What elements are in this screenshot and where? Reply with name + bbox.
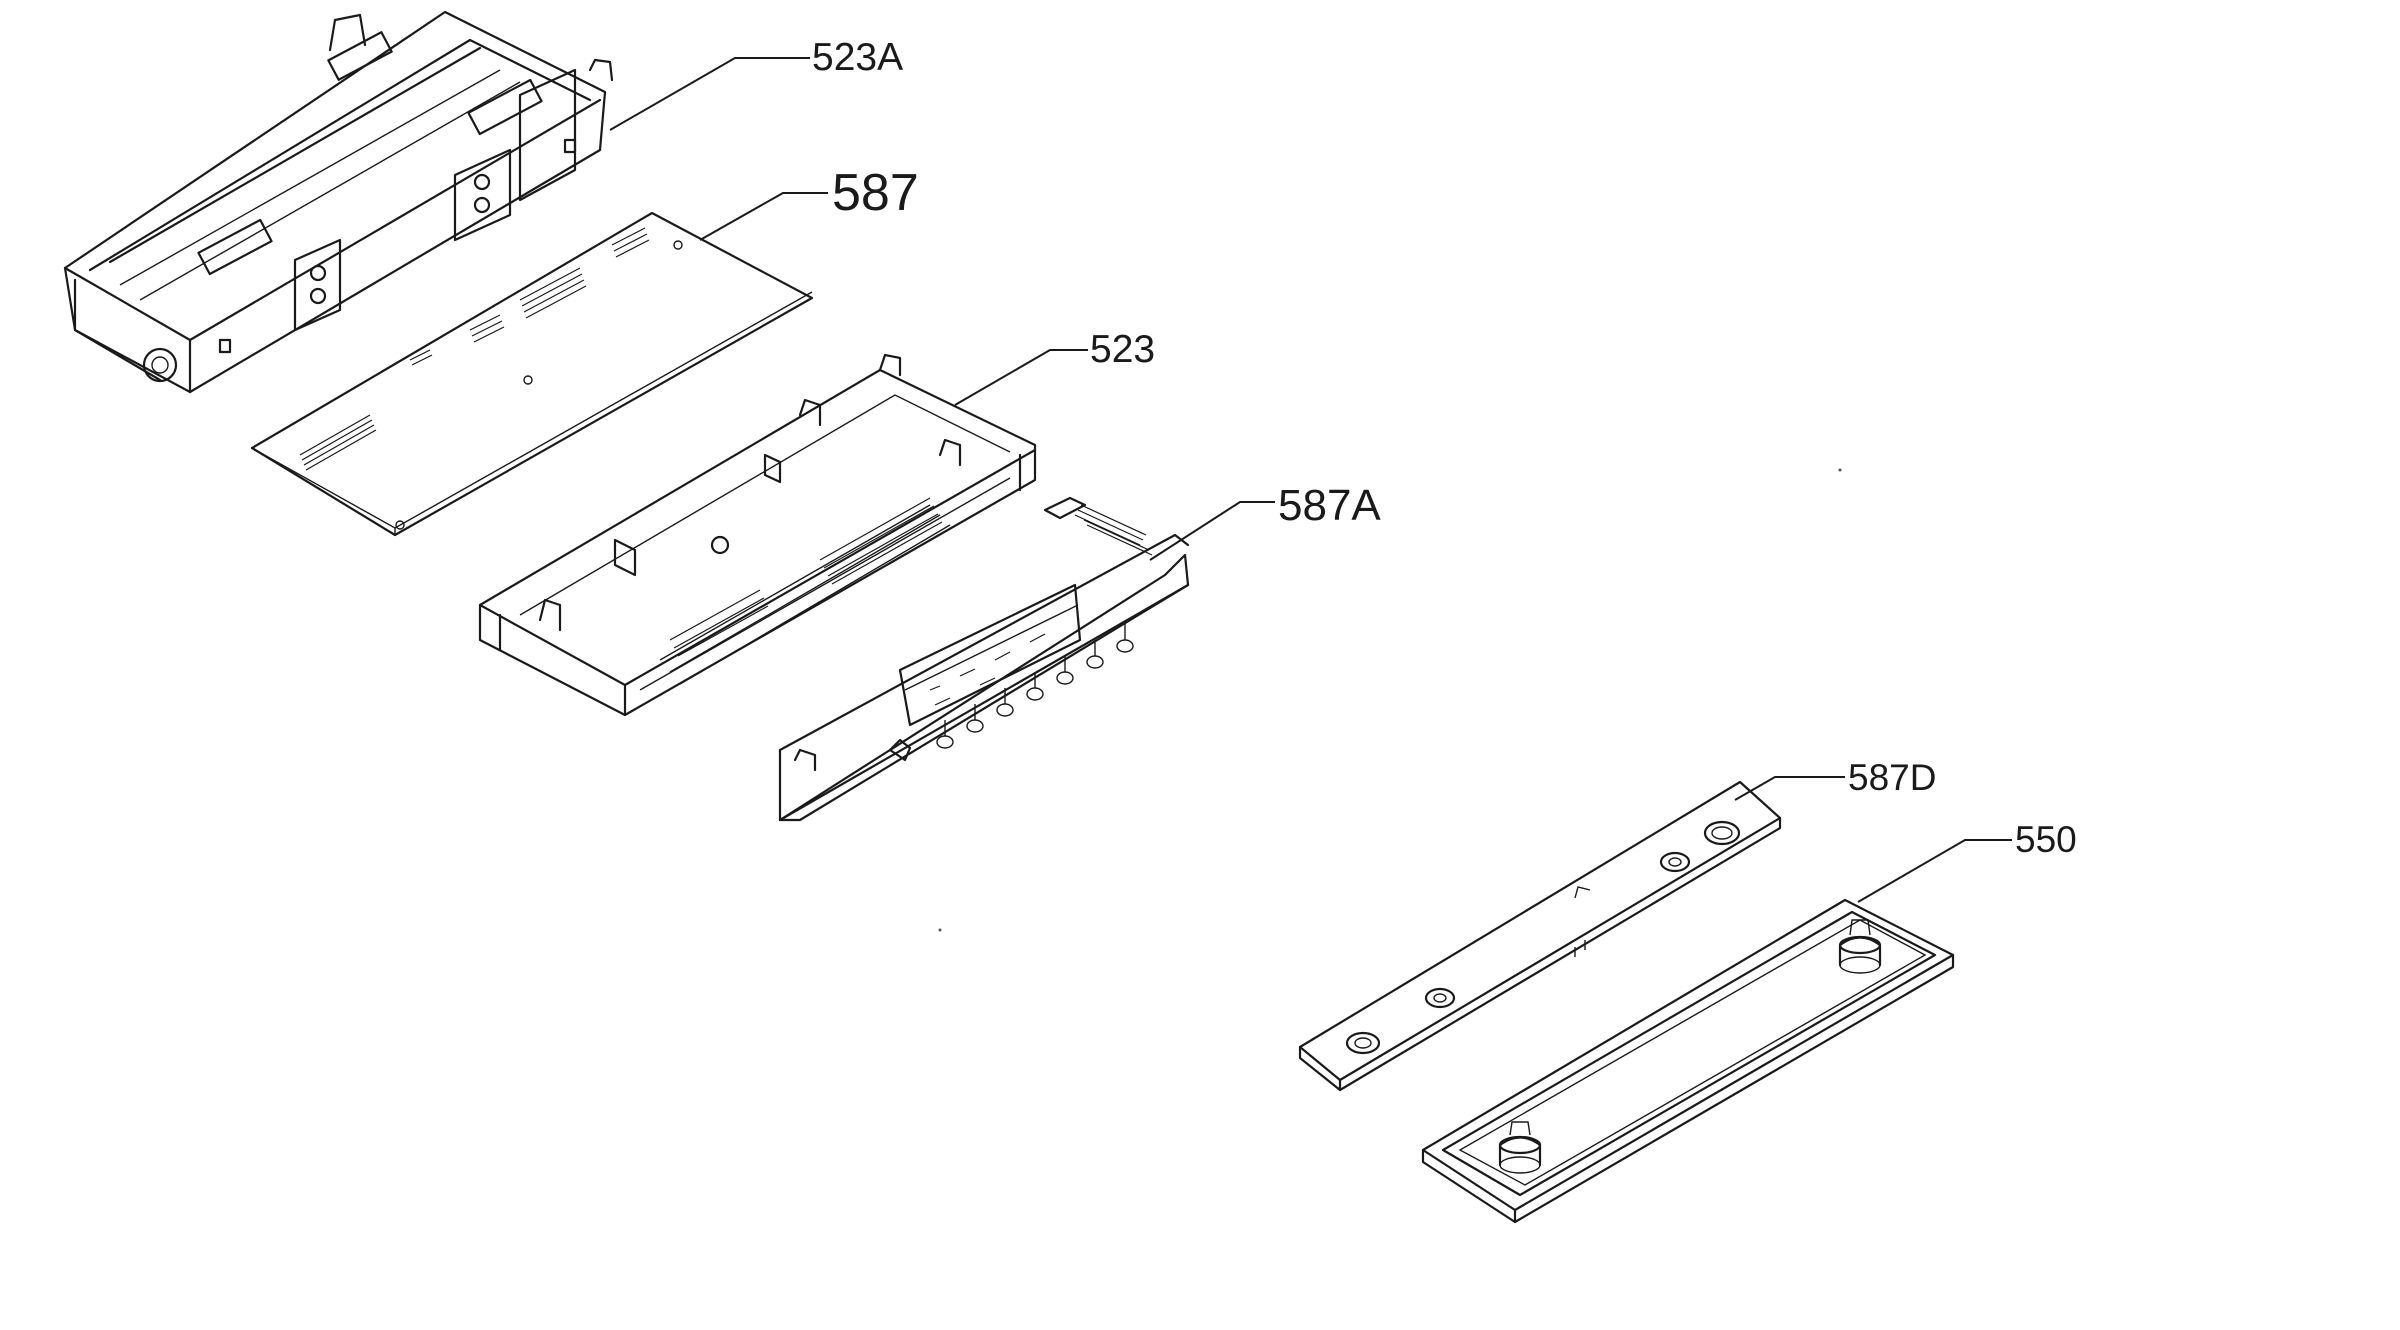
part-587d-strip [1298, 780, 1782, 1092]
part-523a-housing [63, 10, 614, 394]
callout-523a: 523A [812, 36, 903, 79]
part-587a-control-board [778, 496, 1190, 822]
callout-587a: 587A [1278, 481, 1381, 530]
callout-523: 523 [1090, 328, 1155, 371]
callout-587d: 587D [1848, 757, 1936, 798]
callout-550: 550 [2015, 819, 2077, 860]
scan-dot [938, 928, 942, 932]
part-587-board [250, 211, 814, 537]
part-550-cover [1421, 898, 1955, 1224]
leader-lines [609, 57, 2012, 903]
part-523-tray [478, 353, 1037, 717]
callout-587: 587 [832, 164, 919, 222]
scan-dot [1838, 468, 1842, 472]
